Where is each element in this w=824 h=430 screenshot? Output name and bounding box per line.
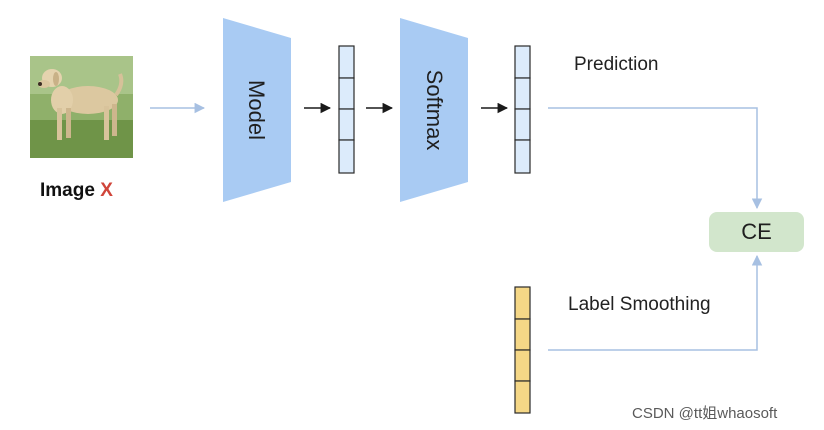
dog-photo-icon xyxy=(30,56,133,158)
model-block xyxy=(223,18,291,202)
softmax-label: Softmax xyxy=(422,69,447,151)
softmax-block xyxy=(400,18,468,202)
model-label: Model xyxy=(244,80,269,140)
prediction-label: Prediction xyxy=(574,54,659,75)
logits-vector xyxy=(338,45,355,174)
prediction-vector xyxy=(514,45,531,174)
ce-loss-box xyxy=(709,212,804,252)
watermark-text: CSDN @tt姐whaosoft xyxy=(632,405,778,422)
input-variable: X xyxy=(100,180,113,201)
input-image-title: Image xyxy=(40,180,101,201)
label-smoothing-vector xyxy=(514,286,531,414)
ce-label: CE xyxy=(741,219,772,244)
label-smoothing-label: Label Smoothing xyxy=(568,294,711,315)
input-image-label: Image X xyxy=(40,180,113,202)
prediction-to-ce-connector xyxy=(548,107,763,210)
smoothing-to-ce-connector xyxy=(548,254,763,351)
